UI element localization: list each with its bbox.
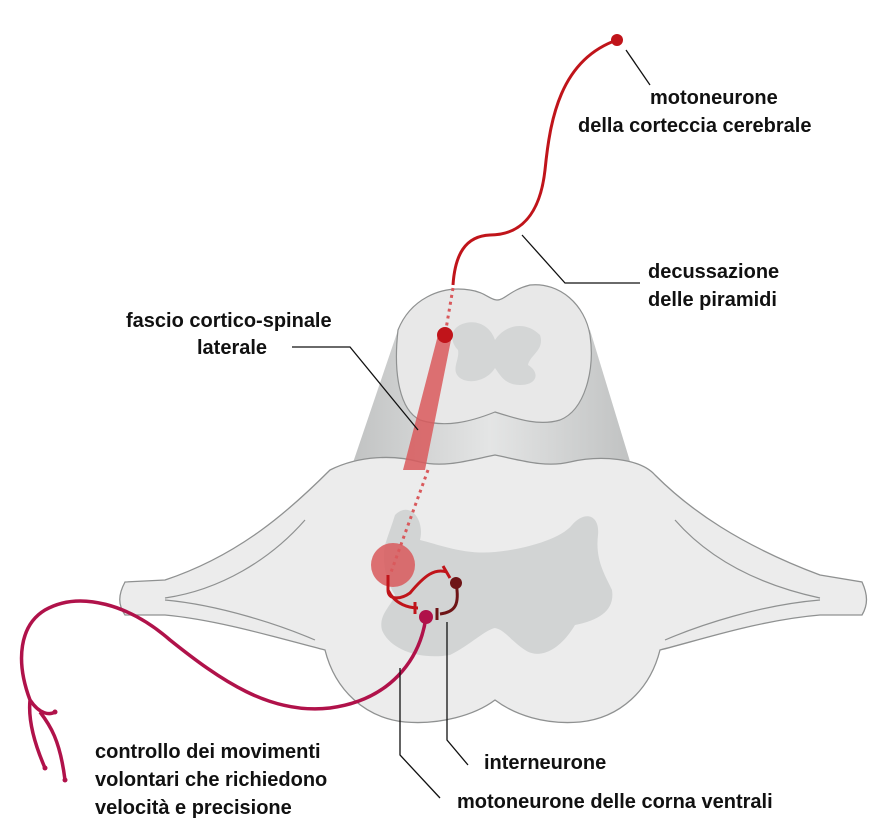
label-decussation: decussazione delle piramidi <box>648 258 779 314</box>
leader-decussation <box>521 234 640 284</box>
interneuron-soma <box>450 577 462 589</box>
leader-tract <box>292 346 419 431</box>
label-voluntary-control: controllo dei movimenti volontari che ri… <box>95 738 327 822</box>
label-interneuron: interneurone <box>484 752 607 774</box>
label-line: controllo dei movimenti <box>95 741 321 763</box>
cortical-motor-fiber <box>451 38 618 286</box>
label-ventral-motoneuron: motoneurone delle corna ventrali <box>457 791 773 813</box>
ventral-motor-fiber <box>19 599 428 781</box>
ventral-motoneuron-soma <box>419 610 433 624</box>
leader-cortex <box>625 49 651 86</box>
label-cortical-motoneuron-2: della corteccia cerebrale <box>578 115 812 137</box>
medulla-gray-matter <box>452 322 542 385</box>
right-nerve-root <box>664 519 821 641</box>
left-nerve-root <box>164 519 316 641</box>
lateral-tract-cross-section <box>371 543 415 587</box>
label-cortical-motoneuron: motoneurone <box>650 87 778 109</box>
nerve-ending-1 <box>52 709 58 715</box>
tract-origin-dot <box>437 327 453 343</box>
label-line: decussazione <box>648 261 780 283</box>
leader-interneuron <box>446 622 469 766</box>
label-line: velocità e precisione <box>95 797 292 819</box>
nerve-ending-2 <box>42 765 48 771</box>
decussation-dotted <box>443 287 455 336</box>
leader-ventral <box>399 668 441 799</box>
label-line: volontari che richiedono <box>95 769 328 791</box>
synapse-bar-interneuron <box>413 565 452 614</box>
label-tract: fascio cortico-spinale <box>126 310 332 332</box>
label-line: delle piramidi <box>648 289 777 311</box>
spinal-gray-matter <box>381 509 613 657</box>
nerve-ending-3 <box>62 777 68 783</box>
cortical-neuron-soma <box>611 34 623 46</box>
leader-lines <box>292 49 651 799</box>
label-tract-2: laterale <box>197 337 268 359</box>
lateral-corticospinal-tract <box>403 335 452 470</box>
